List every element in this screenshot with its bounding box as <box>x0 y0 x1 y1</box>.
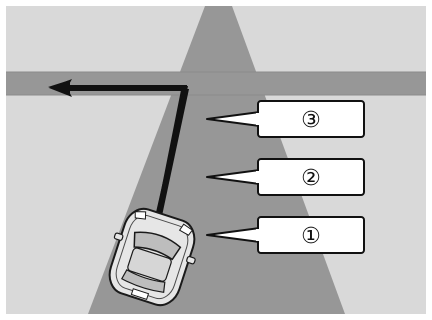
callout-2: ② <box>206 158 365 196</box>
car-headlight-right <box>178 223 193 236</box>
path-arrowhead-shape <box>49 79 72 97</box>
car-license-plate <box>130 288 150 301</box>
car <box>108 207 196 307</box>
callout-2-label: ② <box>301 166 321 191</box>
car-rear-window <box>120 269 166 294</box>
callout-3: ③ <box>206 100 365 138</box>
car-windshield <box>133 231 182 261</box>
car-mirror-right <box>186 256 196 265</box>
car-headlight-left <box>134 211 147 220</box>
callout-3-label: ③ <box>301 108 321 133</box>
car-roof <box>127 247 172 282</box>
path-stroke-main <box>152 89 189 230</box>
car-mirror-left <box>113 232 124 241</box>
turn-path <box>48 79 189 232</box>
callout-1-label: ① <box>301 224 321 249</box>
path-horizontal <box>64 85 187 91</box>
callout-1: ① <box>206 216 365 254</box>
